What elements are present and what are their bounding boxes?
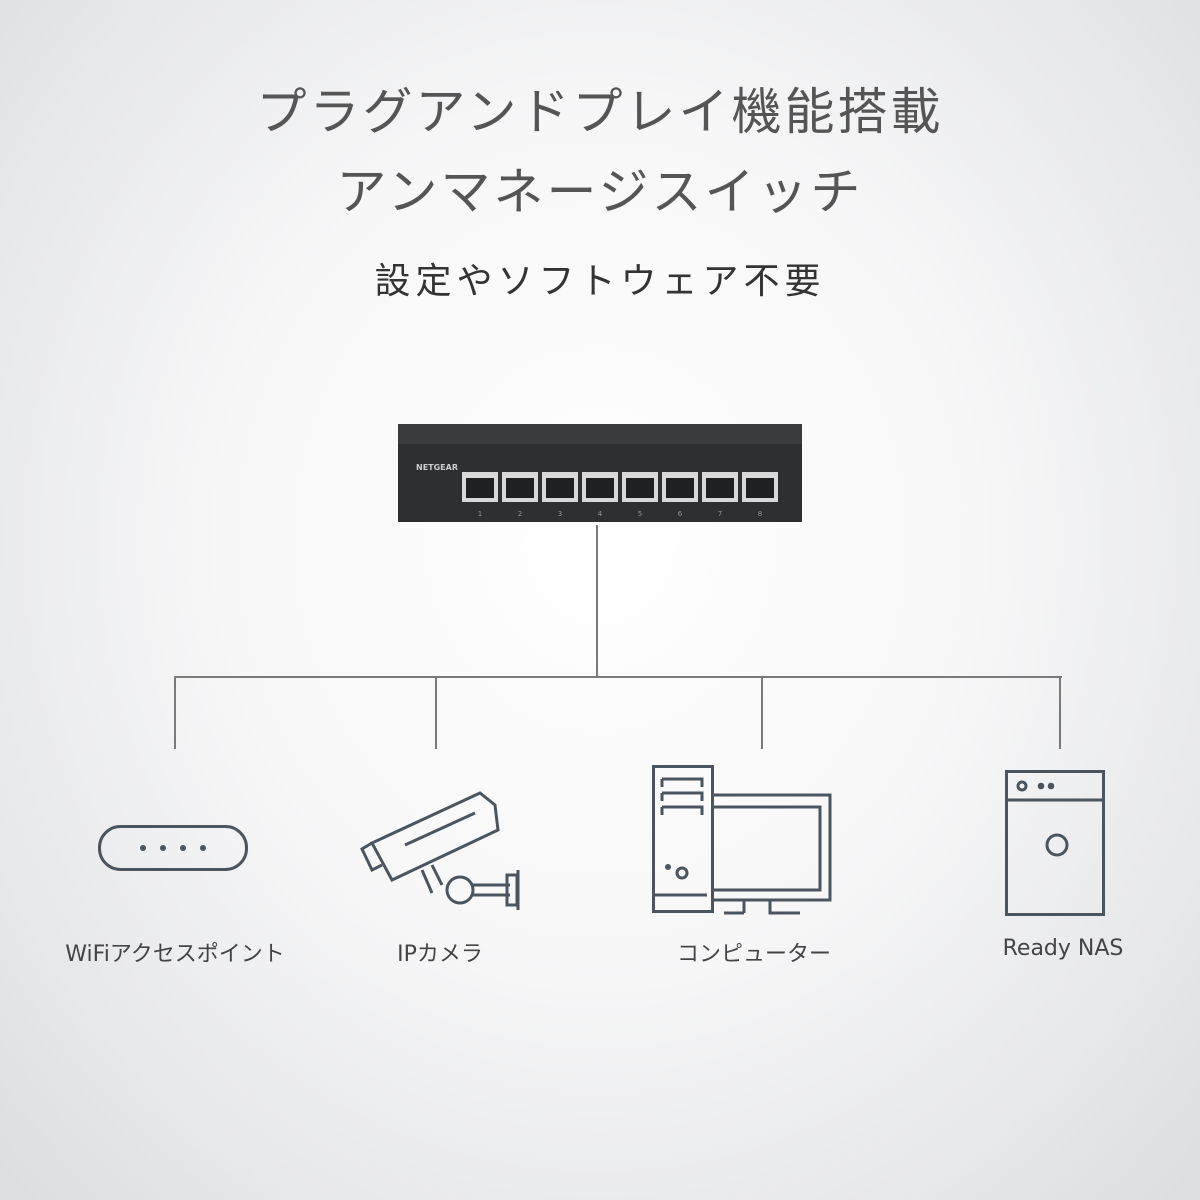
device-label-nas: Ready NAS <box>1002 936 1124 961</box>
title-line-2: アンマネージスイッチ <box>336 163 864 221</box>
port-number: 1 <box>478 510 482 518</box>
drop-line <box>435 676 437 749</box>
drop-line <box>174 676 176 749</box>
port-number: 6 <box>678 510 683 518</box>
port-number: 4 <box>598 510 603 518</box>
port-number: 8 <box>758 510 762 518</box>
wifi-access-point-icon <box>98 825 248 871</box>
device-label-camera: IPカメラ <box>397 942 483 967</box>
brand-logo: NETGEAR <box>416 463 458 472</box>
ip-camera-icon <box>360 791 520 910</box>
port-number: 5 <box>638 510 642 518</box>
subtitle: 設定やソフトウェア不要 <box>374 261 826 302</box>
port-number: 2 <box>518 510 522 518</box>
device-label-computer: コンピューター <box>676 942 831 967</box>
device-label-wifi: WiFiアクセスポイント <box>65 942 285 967</box>
bus-line <box>174 676 1062 678</box>
nas-icon <box>1005 770 1105 916</box>
computer-icon <box>652 765 832 915</box>
port-number: 3 <box>558 510 562 518</box>
title-line-1: プラグアンドプレイ機能搭載 <box>256 83 944 141</box>
drop-line <box>761 676 763 749</box>
network-switch-image: 1 2 3 4 5 6 7 8 NETGEAR <box>398 424 802 522</box>
trunk-line <box>596 525 598 678</box>
drop-line <box>1059 676 1061 749</box>
port-number: 7 <box>718 510 722 518</box>
